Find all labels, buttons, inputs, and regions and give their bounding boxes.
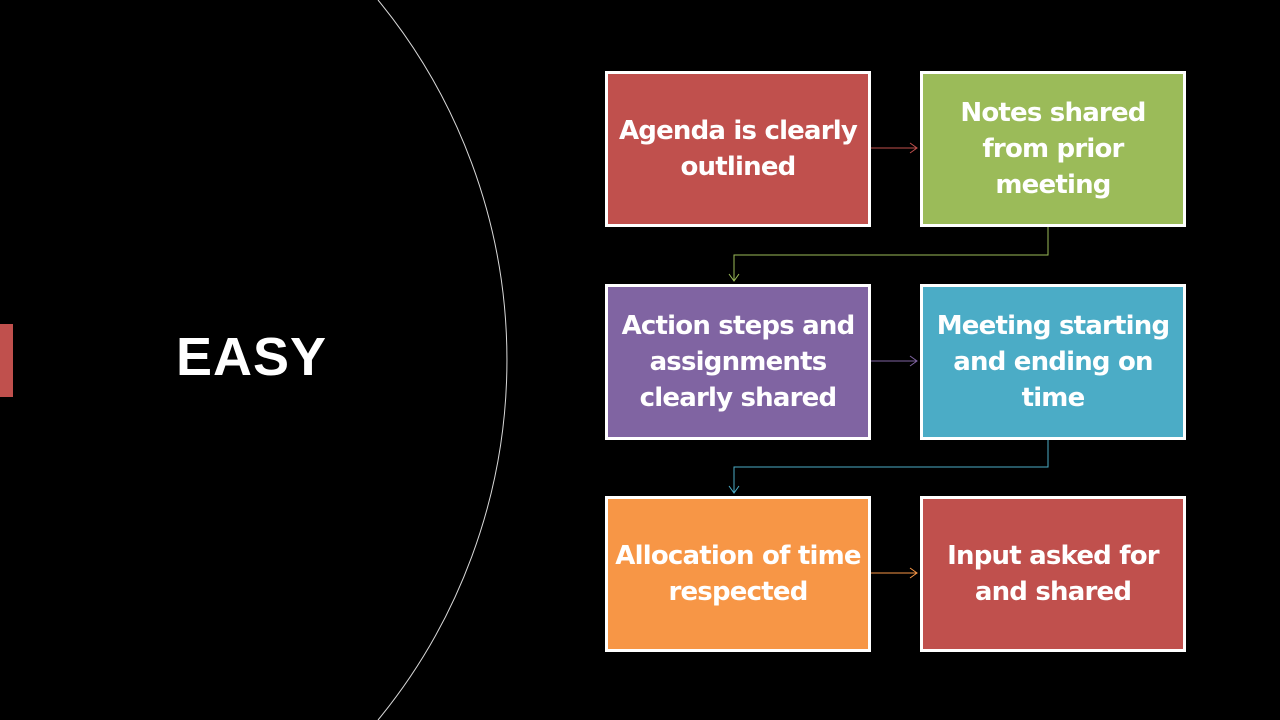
connector-1-2 [862,142,918,154]
step-label: Allocation of time respected [615,541,861,607]
step-box-meeting-time: Meeting starting and ending on time [920,284,1186,440]
step-box-allocation: Allocation of time respected [605,496,871,652]
step-label: Action steps and assignments clearly sha… [621,311,856,413]
accent-bar [0,324,13,397]
slide-title: EASY [176,327,328,387]
step-label: Notes shared from prior meeting [960,98,1146,200]
step-label: Agenda is clearly outlined [618,116,858,182]
step-label: Meeting starting and ending on time [936,311,1170,413]
step-box-notes: Notes shared from prior meeting [920,71,1186,227]
connector-3-4 [862,355,918,367]
step-box-agenda: Agenda is clearly outlined [605,71,871,227]
connector-5-6 [862,567,918,579]
connector-4-5 [728,438,1049,494]
step-box-input: Input asked for and shared [920,496,1186,652]
step-box-action-steps: Action steps and assignments clearly sha… [605,284,871,440]
step-label: Input asked for and shared [947,541,1160,607]
connector-2-3 [728,226,1049,282]
